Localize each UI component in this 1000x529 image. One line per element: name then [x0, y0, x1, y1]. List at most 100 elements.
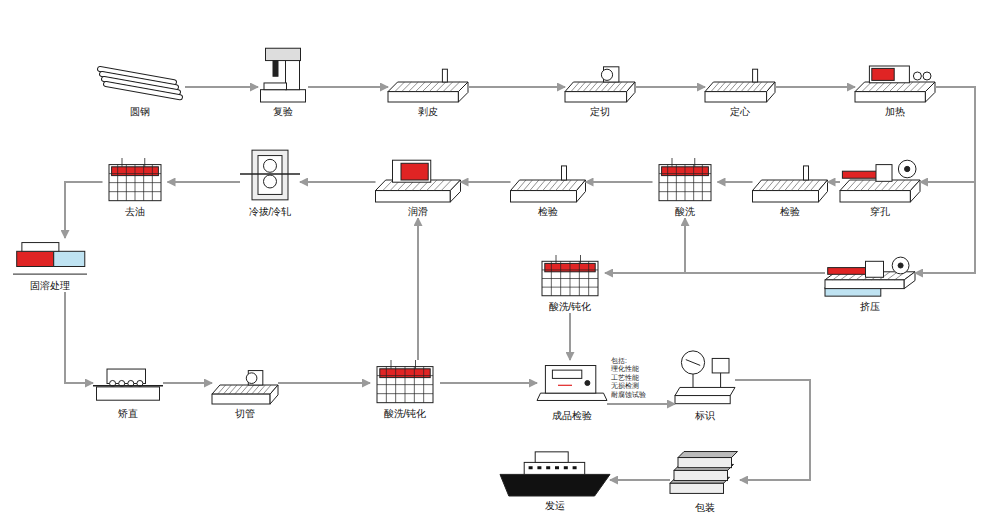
- process-icon: [511, 166, 586, 202]
- stroke: [917, 82, 927, 92]
- conveyor-table: [388, 82, 468, 92]
- flow-arrow: [168, 181, 241, 183]
- stroke: [542, 278, 598, 279]
- stroke: [556, 255, 557, 263]
- process-icon: [109, 158, 161, 201]
- stroke: [720, 373, 721, 388]
- hot-billet: [828, 268, 869, 275]
- step-label: 酸洗/钝化: [548, 301, 593, 313]
- conveyor-table: [753, 180, 828, 191]
- process-icon: [825, 257, 915, 296]
- ship-window: [537, 466, 541, 469]
- process-icon: [100, 69, 180, 97]
- conveyor-side: [388, 92, 458, 102]
- mark-conveyor-side: [675, 396, 730, 404]
- ship-window: [529, 466, 533, 469]
- conveyor-end: [577, 180, 586, 202]
- roller: [905, 166, 910, 171]
- process-step: 酸洗/钝化: [370, 360, 440, 420]
- press-bed: [264, 83, 287, 90]
- flow-arrow: [605, 272, 825, 274]
- roller: [923, 72, 931, 80]
- flow-arrow: [163, 382, 212, 384]
- conveyor-table: [511, 180, 586, 191]
- box-side: [678, 458, 732, 468]
- tank-frame: [542, 261, 598, 295]
- process-icon: [855, 66, 935, 102]
- lube-tank: [393, 160, 431, 182]
- process-step: 润滑: [376, 158, 461, 218]
- lube-bath: [401, 163, 428, 180]
- flow-arrow: [185, 86, 258, 88]
- flow-arrow: [610, 479, 670, 481]
- ship-hull: [500, 474, 610, 496]
- stroke: [694, 158, 695, 167]
- step-label: 复验: [272, 106, 294, 118]
- conveyor-side: [376, 191, 451, 202]
- stroke: [902, 180, 912, 191]
- press-head: [266, 48, 301, 60]
- conveyor-end: [904, 272, 915, 289]
- conveyor-side: [753, 191, 819, 202]
- process-step: 定心: [705, 62, 775, 118]
- test-item-note: 耐腐蚀试验: [611, 391, 646, 399]
- step-label: 酸洗: [674, 206, 696, 218]
- stroke: [93, 385, 163, 387]
- process-icon: [659, 158, 711, 201]
- inspect-console: [545, 366, 595, 394]
- flow-arrow: [775, 86, 855, 88]
- step-label: 润滑: [407, 206, 429, 218]
- conveyor-table: [565, 82, 635, 92]
- mill-window: [258, 156, 282, 195]
- process-icon: [212, 371, 278, 404]
- step-label: 标识: [694, 410, 716, 422]
- press-tool: [273, 61, 278, 77]
- process-step: 剥皮: [388, 62, 468, 118]
- flow-arrow: [461, 181, 511, 183]
- process-icon: [537, 366, 607, 401]
- hot-billet: [842, 171, 878, 178]
- step-label: 定切: [589, 106, 611, 118]
- flow-arrow: [586, 181, 653, 183]
- test-item-note: 无损检测: [611, 382, 639, 390]
- press-column: [286, 56, 300, 90]
- step-label: 加热: [884, 106, 906, 118]
- step-label: 切管: [234, 408, 256, 420]
- flow-arrow: [735, 380, 810, 480]
- step-label: 检验: [537, 206, 559, 218]
- conveyor-end: [910, 180, 920, 202]
- stroke: [415, 360, 416, 369]
- process-icon: [261, 48, 306, 102]
- step-label: 包装: [694, 502, 716, 514]
- step-label: 酸洗/钝化: [383, 408, 428, 420]
- stroke: [377, 375, 433, 376]
- conveyor-end: [819, 180, 828, 202]
- conveyor-end: [925, 82, 935, 102]
- stroke: [109, 191, 161, 192]
- tank-frame: [377, 367, 433, 403]
- process-step: 标识: [675, 348, 735, 422]
- ship-window: [573, 466, 577, 469]
- flow-arrow: [607, 403, 675, 405]
- process-step: 冷拔/冷轧: [240, 148, 300, 218]
- process-step: 检验: [753, 158, 828, 218]
- process-icon: [670, 452, 738, 494]
- stroke: [391, 360, 392, 369]
- step-label: 挤压: [859, 301, 881, 313]
- roller: [913, 72, 921, 80]
- process-icon: [500, 452, 610, 496]
- process-icon: [93, 369, 163, 400]
- step-label: 成品检验: [551, 410, 593, 422]
- roller: [585, 381, 590, 386]
- stroke: [542, 287, 598, 288]
- process-step: 检验: [511, 158, 586, 218]
- flow-arrow: [300, 181, 376, 183]
- flow-arrow: [718, 181, 753, 183]
- stroke: [106, 84, 180, 97]
- stop-plate: [804, 166, 809, 180]
- ship-window: [564, 466, 568, 469]
- step-label: 圆钢: [129, 106, 151, 118]
- process-step: 酸洗/钝化: [535, 255, 605, 313]
- process-step: 固溶处理: [13, 238, 87, 292]
